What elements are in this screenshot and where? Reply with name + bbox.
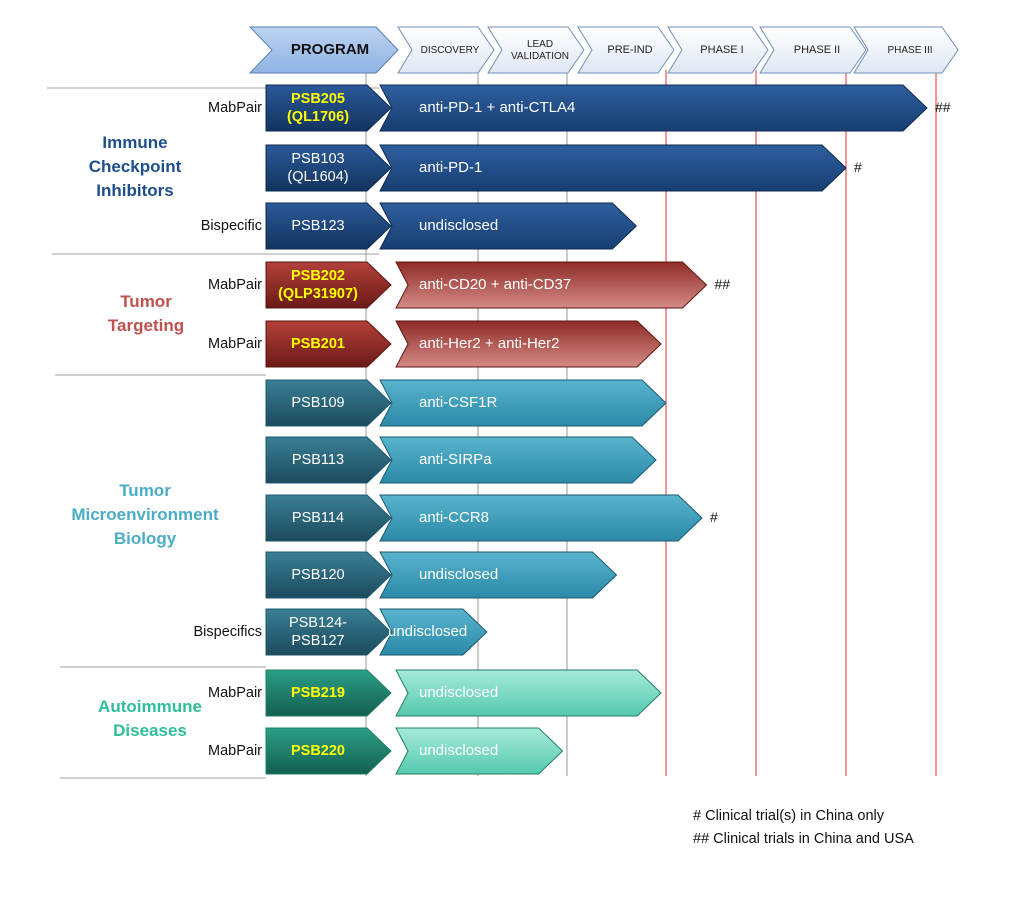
program-type-label: MabPair: [208, 277, 262, 293]
program-name: PSB220: [291, 743, 345, 759]
progress-bar: [395, 669, 662, 717]
program-name: PSB120: [291, 567, 344, 583]
target-label: undisclosed: [388, 623, 467, 640]
program-type-label: MabPair: [208, 743, 262, 759]
target-label: anti-CSF1R: [419, 394, 498, 411]
header-stage-chevron: [759, 26, 867, 74]
program-box: [265, 727, 392, 775]
program-box: [265, 320, 392, 368]
header-stage-label: DISCOVERY: [421, 45, 480, 56]
program-name: PSB109: [291, 395, 344, 411]
footnote-china-only: # Clinical trial(s) in China only: [693, 808, 884, 824]
progress-bar: [395, 261, 708, 309]
program-type-label: MabPair: [208, 336, 262, 352]
program-box: [265, 144, 392, 192]
program-name: PSB114: [292, 510, 344, 526]
header-stage-chevron: [487, 26, 585, 74]
program-box: [265, 436, 392, 484]
progress-bar: [379, 551, 618, 599]
program-box: [265, 84, 392, 132]
progress-bar: [379, 84, 928, 132]
program-name: PSB202(QLP31907): [278, 268, 358, 302]
header-stage-label: PHASE III: [887, 45, 932, 56]
trial-note: #: [854, 159, 862, 175]
program-box: [265, 608, 392, 656]
header-program-label: PROGRAM: [291, 41, 369, 58]
trial-note: #: [710, 509, 718, 525]
target-label: undisclosed: [419, 684, 498, 701]
trial-note: ##: [935, 99, 951, 115]
program-type-label: MabPair: [208, 685, 262, 701]
target-label: anti-PD-1 + anti-CTLA4: [419, 99, 575, 116]
footnote-china-usa: ## Clinical trials in China and USA: [693, 831, 914, 847]
header-program-chevron: [248, 26, 399, 74]
target-label: anti-CCR8: [419, 509, 489, 526]
program-box: [265, 202, 392, 250]
target-label: anti-CD20 + anti-CD37: [419, 276, 571, 293]
header-stage-label: PRE-IND: [607, 44, 652, 56]
progress-bar: [379, 379, 667, 427]
program-box: [265, 551, 392, 599]
header-stage-chevron: [577, 26, 675, 74]
target-label: undisclosed: [419, 217, 498, 234]
program-name: PSB124-PSB127: [289, 615, 347, 649]
program-type-label: MabPair: [208, 100, 262, 116]
program-name: PSB103(QL1604): [287, 151, 348, 185]
program-name: PSB219: [291, 685, 345, 701]
target-label: anti-Her2 + anti-Her2: [419, 335, 559, 352]
progress-bar: [395, 320, 662, 368]
program-name: PSB113: [292, 452, 344, 468]
progress-bar: [379, 436, 657, 484]
trial-note: ##: [715, 276, 731, 292]
target-label: undisclosed: [419, 566, 498, 583]
progress-bar: [379, 144, 847, 192]
program-box: [265, 669, 392, 717]
program-type-label: Bispecific: [201, 218, 262, 234]
progress-bar: [379, 202, 638, 250]
program-box: [265, 379, 392, 427]
program-box: [265, 261, 392, 309]
program-name: PSB201: [291, 336, 345, 352]
progress-bar: [379, 608, 488, 656]
header-stage-chevron: [667, 26, 769, 74]
target-label: anti-SIRPa: [419, 451, 492, 468]
program-box: [265, 494, 392, 542]
progress-bar: [395, 727, 564, 775]
progress-bar: [379, 494, 703, 542]
target-label: anti-PD-1: [419, 159, 482, 176]
header-stage-label: PHASE I: [700, 44, 743, 56]
program-type-label: Bispecifics: [194, 624, 263, 640]
header-stage-chevron: [853, 26, 959, 74]
header-stage-chevron: [397, 26, 495, 74]
header-stage-label: PHASE II: [794, 44, 840, 56]
target-label: undisclosed: [419, 742, 498, 759]
program-name: PSB123: [291, 218, 344, 234]
program-name: PSB205(QL1706): [287, 91, 349, 125]
